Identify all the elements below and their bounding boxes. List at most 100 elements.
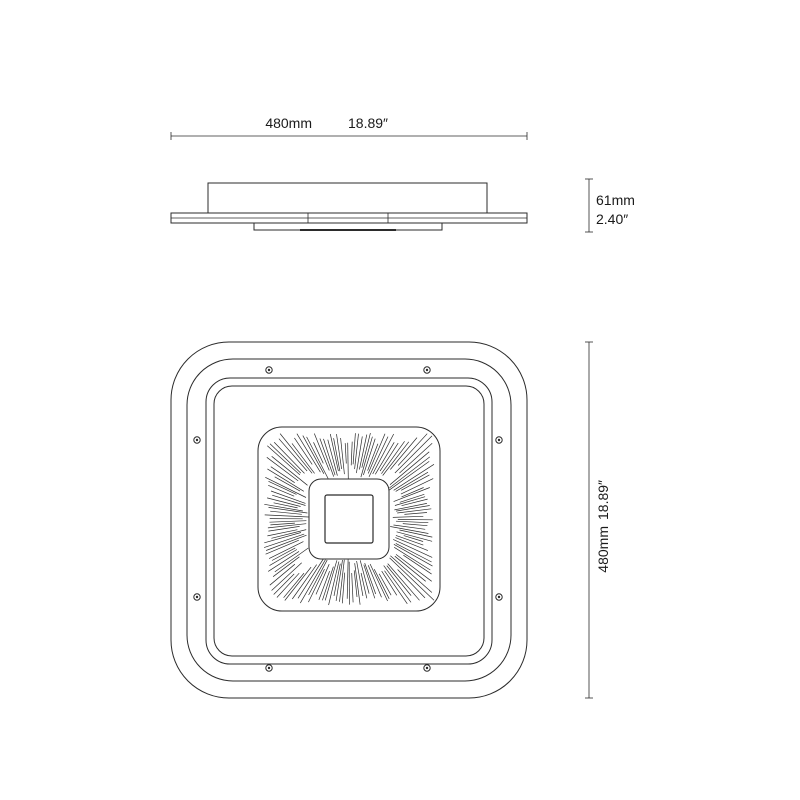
diffuser-ray [394, 496, 426, 506]
diffuser-ray [387, 563, 420, 601]
diffuser-ray [269, 563, 296, 586]
diffuser-ray [339, 559, 345, 602]
diffuser-ray [292, 564, 317, 600]
diffuser-ray [270, 490, 306, 504]
depth-metric-label: 480mm [595, 526, 611, 573]
diffuser-ray [360, 572, 368, 599]
height-metric-label: 61mm [596, 192, 635, 208]
diffuser-ray [401, 487, 424, 498]
diffuser-ray [363, 564, 376, 599]
diffuser-ray [291, 443, 315, 474]
diffuser-ray [363, 438, 376, 476]
diffuser-ray [263, 533, 305, 548]
diffuser-ray [308, 568, 325, 603]
side-elevation-view [170, 182, 528, 231]
diffuser-ray [396, 531, 433, 542]
diffuser-ray [367, 433, 386, 474]
width-dimension: 480mm 18.89″ [170, 115, 528, 140]
diffuser-ray [389, 456, 431, 489]
screw-icon [265, 366, 273, 374]
diffuser-ray [268, 480, 297, 495]
diffuser-ray [283, 572, 305, 598]
diffuser-ray [268, 551, 300, 572]
diffuser-ray [265, 476, 307, 498]
diffuser-ray [274, 476, 301, 492]
diffuser-ray [393, 543, 433, 567]
screw-icon [495, 593, 503, 601]
diffuser-ray [383, 565, 412, 603]
screw-icon [495, 436, 503, 444]
diffuser-ray [394, 555, 426, 582]
height-dimension: 61mm 2.40″ [585, 178, 635, 233]
diffuser-ray [372, 433, 395, 475]
diffuser-ray [397, 433, 428, 466]
diffuser-ray [322, 566, 334, 601]
diffuser-ray [381, 570, 398, 596]
diffuser-ray [270, 510, 302, 515]
diffuser-ray [374, 442, 395, 475]
diffuser-ray [284, 566, 312, 601]
diffuser-ray [356, 436, 363, 474]
diffuser-ray [397, 569, 426, 599]
width-imperial-label: 18.89″ [348, 115, 388, 131]
diffuser-ray [395, 471, 429, 492]
diffuser-ray [279, 433, 313, 474]
diffuser-ray [367, 565, 382, 598]
diffuser-ray [384, 570, 408, 604]
diffuser-ray [318, 570, 330, 601]
diffuser-ray [361, 433, 371, 468]
screw-icon [423, 366, 431, 374]
diffuser-ray [273, 441, 305, 474]
diffuser-ray [327, 439, 338, 476]
diffuser-ray [382, 441, 410, 476]
side-body [207, 182, 488, 214]
diffuser-ray [324, 560, 338, 601]
diffuser-ray [278, 438, 308, 472]
diffuser-ray [350, 441, 353, 466]
diffuser-ray [319, 438, 335, 477]
diffuser-ray [271, 456, 308, 486]
depth-dimension: 480mm 18.89″ [585, 341, 611, 699]
diffuser-ray [264, 532, 302, 544]
diffuser-ray [340, 437, 345, 475]
diffuser-ray [354, 563, 361, 605]
diffuser-ray [368, 436, 389, 478]
diffuser-ray-pattern [263, 433, 435, 606]
diffuser-ray [351, 572, 354, 603]
diffuser-ray [315, 564, 330, 595]
diffuser-ray [395, 520, 429, 524]
diffuser-ray [297, 558, 324, 599]
diffuser-ray [352, 433, 356, 465]
diffuser-ray [399, 529, 433, 538]
diffuser-ray [296, 433, 321, 473]
diffuser-ray [333, 563, 341, 596]
diffuser-ray [276, 572, 300, 598]
diffuser-ray [313, 433, 330, 471]
screw-icon [265, 664, 273, 672]
diffuser-ray [323, 438, 336, 476]
diffuser-ray [395, 554, 432, 582]
diffuser-ray [270, 522, 295, 526]
diffuser-ray [392, 515, 424, 518]
mounting-screws [193, 366, 503, 672]
diffuser-ray [267, 445, 301, 476]
diffuser-ray [390, 555, 433, 593]
diffuser-ray [393, 539, 433, 558]
diffuser-ray [389, 557, 435, 601]
height-imperial-label: 2.40″ [596, 211, 628, 227]
side-diffuser [253, 222, 443, 231]
diffuser-ray [274, 547, 309, 573]
diffuser-ray [389, 451, 430, 485]
diffuser-ray [359, 434, 368, 470]
diffuser-ray [335, 559, 343, 601]
diffuser-ray [397, 508, 432, 514]
diffuser-ray [271, 547, 296, 561]
diffuser-ray [395, 537, 429, 551]
center-hub-inner [324, 494, 374, 544]
depth-imperial-label: 18.89″ [595, 480, 611, 520]
diffuser-ray [336, 434, 342, 470]
plan-panel-inner [213, 385, 485, 657]
diffuser-ray [344, 443, 347, 464]
diffuser-ray [353, 570, 358, 598]
